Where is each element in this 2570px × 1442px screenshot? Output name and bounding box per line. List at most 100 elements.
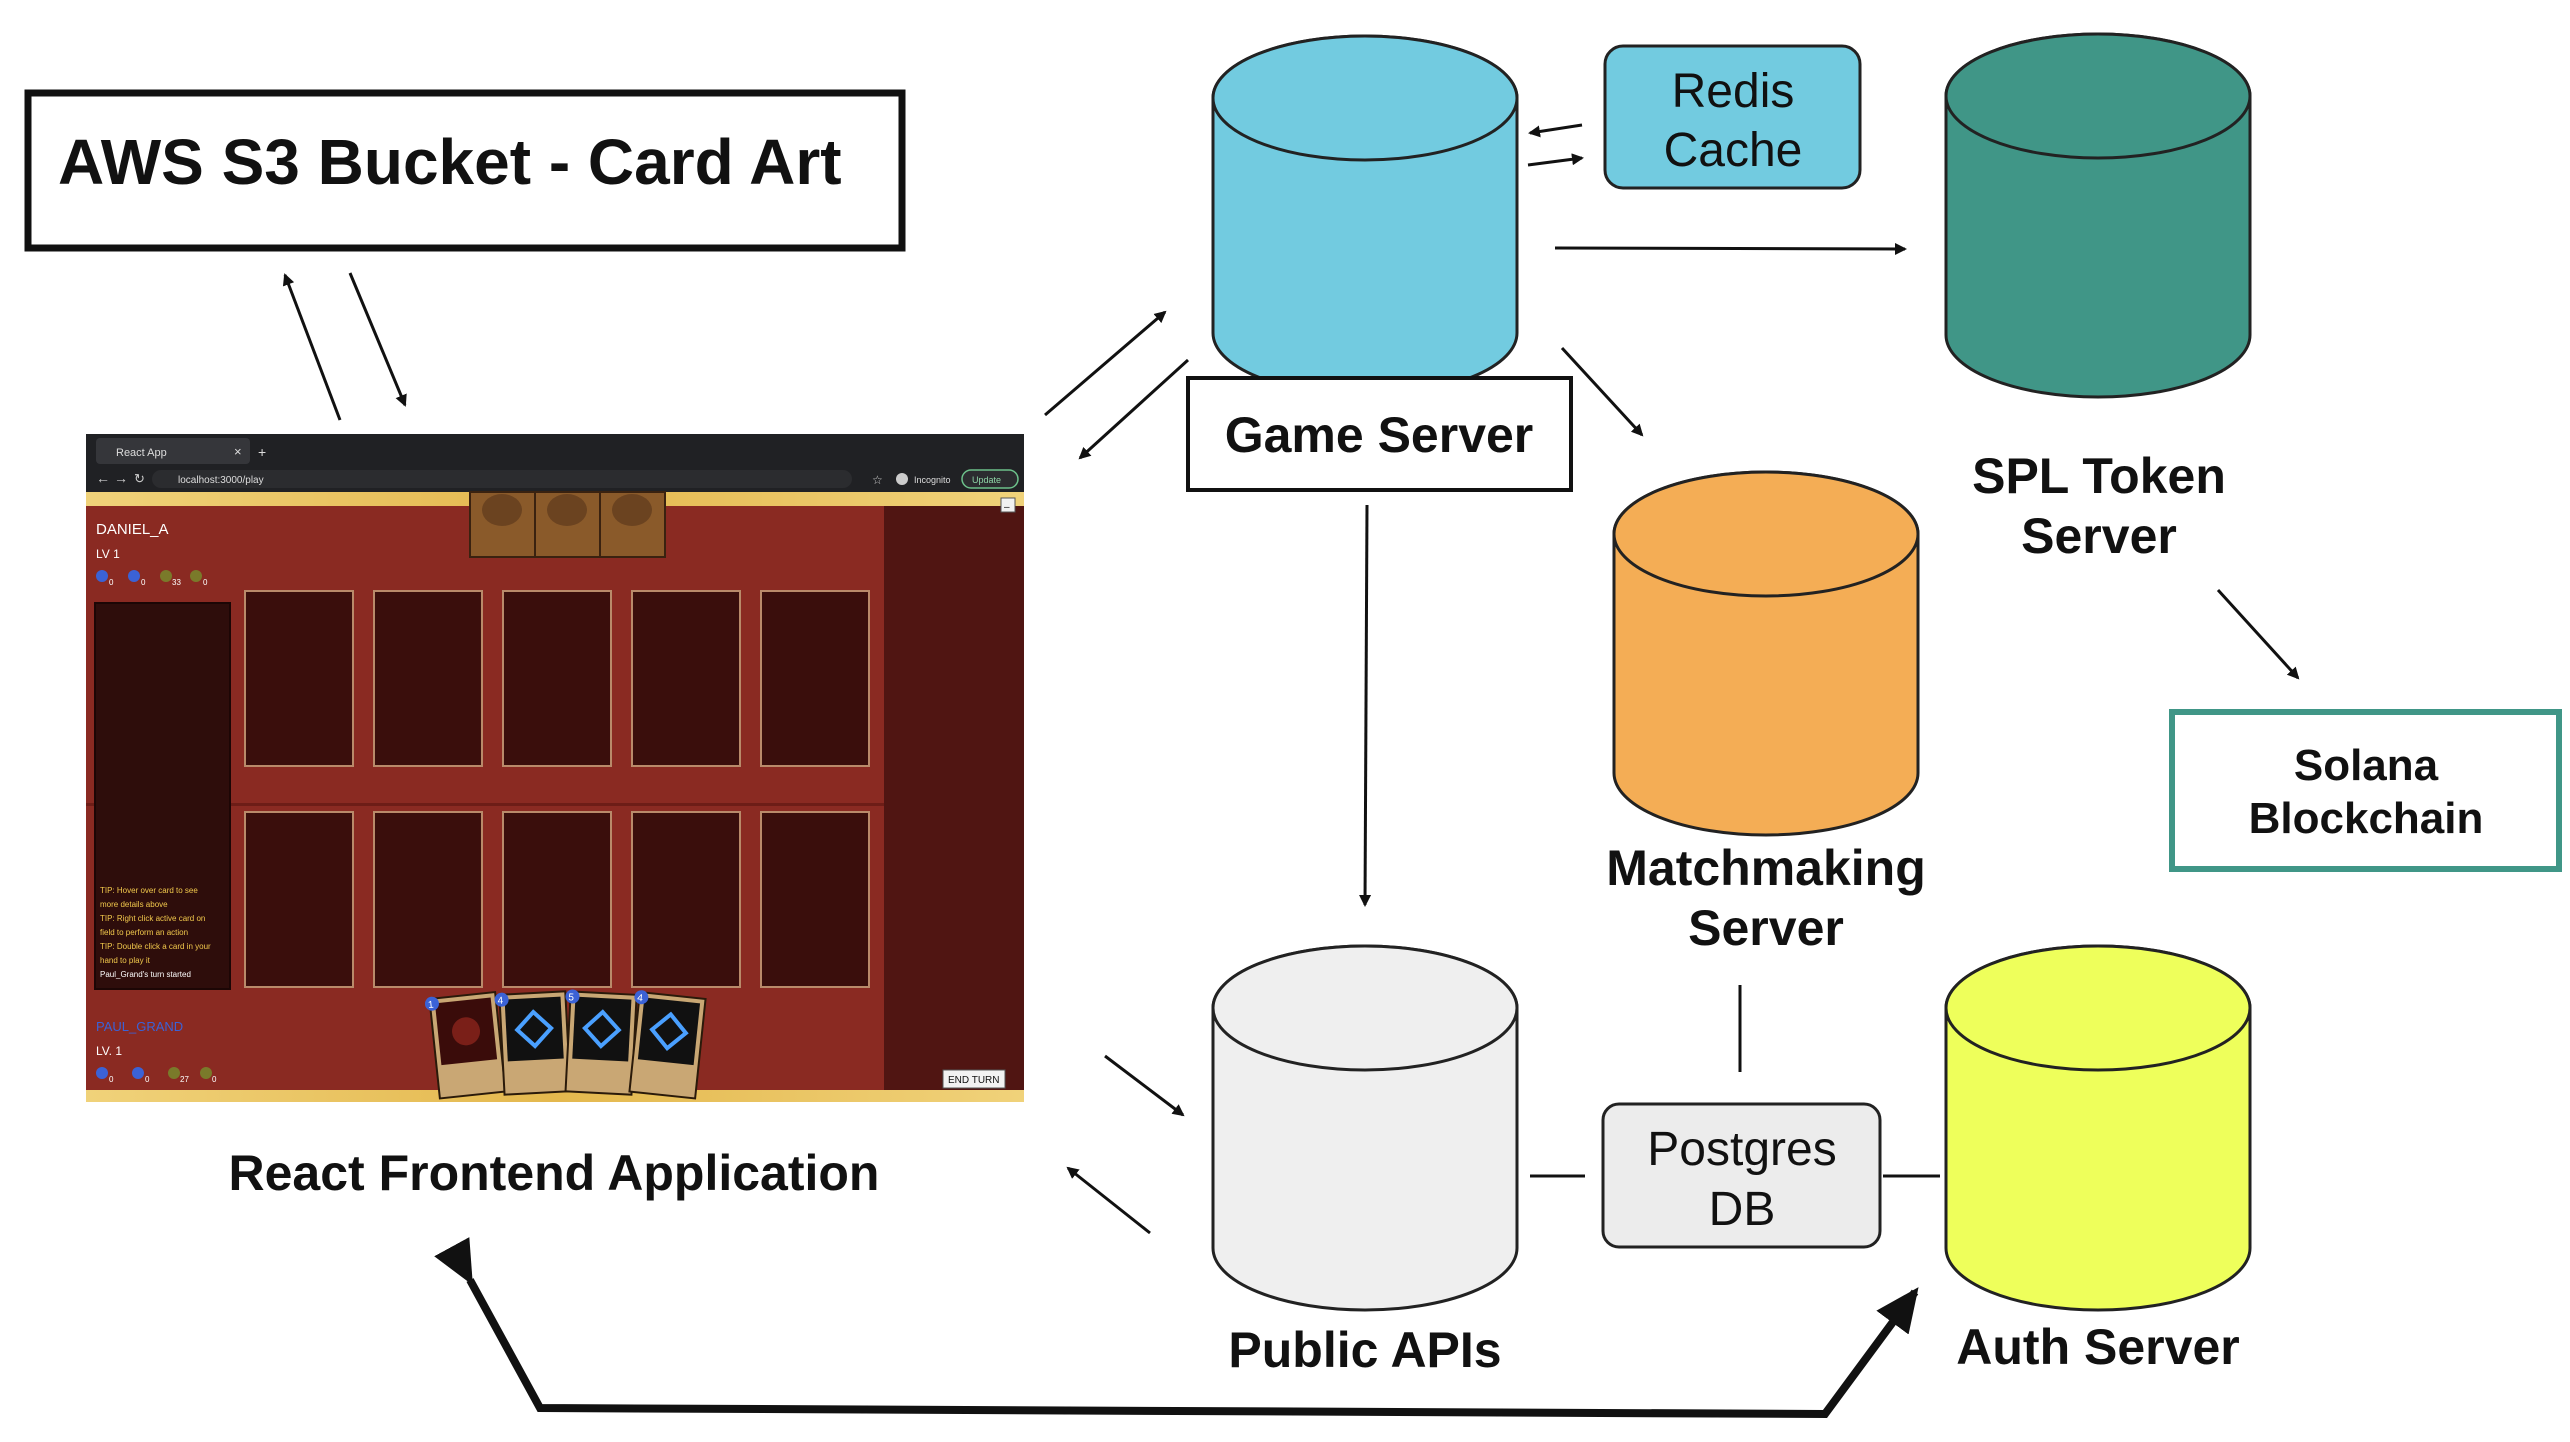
auth-server-node: Auth Server (1944, 944, 2252, 1375)
arrow-game-to-redis (1527, 153, 1584, 167)
deck-icon (160, 570, 172, 582)
browser-tab[interactable] (96, 438, 250, 464)
bookmark-star-icon[interactable]: ☆ (872, 473, 883, 487)
player-hand: 1 4 5 4 (424, 989, 707, 1100)
tip-line: Paul_Grand's turn started (100, 970, 191, 979)
end-turn-button[interactable] (942, 1069, 1006, 1089)
arrow-game-to-public-apis (1359, 504, 1372, 907)
spl-label-line2: Server (2021, 508, 2177, 564)
auth-server-label: Auth Server (1956, 1319, 2239, 1375)
minimize-icon: – (1004, 502, 1010, 513)
card-art-icon (452, 1017, 481, 1046)
postgres-label-line2: DB (1709, 1183, 1776, 1236)
shield-icon (132, 1067, 144, 1079)
arrow-auth-react-bidirectional (434, 1237, 1919, 1419)
hand-card-cost: 5 (568, 992, 575, 1003)
public-apis-node: Public APIs (1211, 944, 1519, 1378)
card-slot[interactable] (244, 590, 354, 767)
matchmaking-label-line2: Server (1688, 900, 1844, 956)
redis-cache-node: Redis Cache (1603, 44, 1862, 190)
end-turn-label: END TURN (948, 1075, 999, 1086)
arrow-game-to-spl (1554, 242, 1907, 255)
card-slot[interactable] (373, 590, 483, 767)
player-stat-1: 0 (109, 1075, 114, 1084)
tip-line: more details above (100, 900, 168, 909)
player-stat-4: 0 (212, 1075, 217, 1084)
card-slot[interactable] (631, 811, 741, 988)
browser-update-label: Update (972, 475, 1001, 485)
browser-back-icon[interactable]: ← (96, 470, 110, 486)
solana-label-line2: Blockchain (2249, 794, 2484, 843)
card-slot[interactable] (502, 811, 612, 988)
redis-label-line1: Redis (1672, 65, 1795, 118)
react-frontend-label: React Frontend Application (229, 1145, 880, 1201)
card-slot[interactable] (631, 590, 741, 767)
browser-update-button[interactable] (961, 469, 1019, 489)
tip-line: field to perform an action (100, 928, 188, 937)
card-slot[interactable] (373, 811, 483, 988)
public-apis-label: Public APIs (1228, 1322, 1501, 1378)
arrow-game-to-react (1078, 358, 1190, 460)
player-stats: 0 0 27 0 (96, 1067, 217, 1084)
opponent-name: DANIEL_A (96, 521, 169, 538)
minimize-button[interactable] (1000, 497, 1016, 513)
player-stat-3: 27 (180, 1075, 189, 1084)
arrow-redis-to-game (1528, 123, 1583, 138)
spl-label-line1: SPL Token (1972, 448, 2226, 504)
browser-url: localhost:3000/play (178, 475, 264, 486)
matchmaking-label-line1: Matchmaking (1606, 840, 1926, 896)
browser-new-tab-icon[interactable]: + (258, 444, 266, 460)
deck-icon (168, 1067, 180, 1079)
arrow-game-to-matchmaking (1560, 346, 1644, 437)
hand-card[interactable]: 4 (494, 989, 572, 1096)
card-slot[interactable] (244, 811, 354, 988)
browser-address-bar[interactable] (152, 470, 852, 488)
player-level: LV. 1 (96, 1044, 122, 1058)
react-app-screenshot: React App × + ← → ↻ localhost:3000/play … (86, 434, 1024, 1102)
aws-s3-node: AWS S3 Bucket - Card Art (24, 89, 906, 252)
card-slot[interactable] (502, 590, 612, 767)
tip-line: hand to play it (100, 956, 151, 965)
browser-forward-icon[interactable]: → (114, 470, 128, 486)
game-tips: TIP: Hover over card to see more details… (100, 886, 211, 979)
sword-icon (190, 570, 202, 582)
browser-reload-icon[interactable]: ↻ (134, 471, 145, 486)
postgres-label-line1: Postgres (1647, 1123, 1836, 1176)
opponent-stat-3: 33 (172, 578, 181, 587)
arrow-react-to-public-apis (1104, 1054, 1185, 1117)
arrow-spl-to-solana (2216, 588, 2300, 680)
player-stat-2: 0 (145, 1075, 150, 1084)
hand-card-cost: 1 (428, 1000, 435, 1012)
tip-line: TIP: Double click a card in your (100, 942, 211, 951)
arrow-public-apis-to-react (1066, 1166, 1151, 1235)
crystal-icon (649, 1011, 689, 1052)
matchmaking-server-node: Matchmaking Server (1606, 470, 1926, 956)
game-log-panel (94, 602, 231, 990)
hand-card-cost: 4 (497, 996, 504, 1007)
card-slot[interactable] (760, 811, 870, 988)
mana-icon (96, 570, 108, 582)
hand-card[interactable]: 4 (624, 990, 707, 1100)
arrow-react-to-s3 (282, 273, 342, 421)
crystal-icon (582, 1009, 622, 1049)
opponent-level: LV 1 (96, 547, 120, 561)
hand-card[interactable]: 1 (424, 990, 507, 1100)
solana-blockchain-node: Solana Blockchain (2169, 709, 2562, 872)
opponent-stats: 0 0 33 0 (96, 570, 208, 587)
game-server-label: Game Server (1225, 407, 1534, 463)
opponent-stat-4: 0 (203, 578, 208, 587)
browser-tab-close-icon[interactable]: × (234, 444, 242, 459)
incognito-icon (896, 473, 908, 485)
tip-line: TIP: Right click active card on (100, 914, 205, 923)
redis-label-line2: Cache (1664, 124, 1803, 177)
browser-tab-title: React App (116, 447, 167, 459)
opponent-stat-1: 0 (109, 578, 114, 587)
player-name: PAUL_GRAND (96, 1019, 183, 1034)
sword-icon (200, 1067, 212, 1079)
board-slots (244, 590, 870, 988)
tip-line: TIP: Hover over card to see (100, 886, 198, 895)
arrow-react-to-game (1044, 310, 1167, 417)
card-slot[interactable] (760, 590, 870, 767)
hand-card[interactable]: 5 (561, 989, 638, 1096)
